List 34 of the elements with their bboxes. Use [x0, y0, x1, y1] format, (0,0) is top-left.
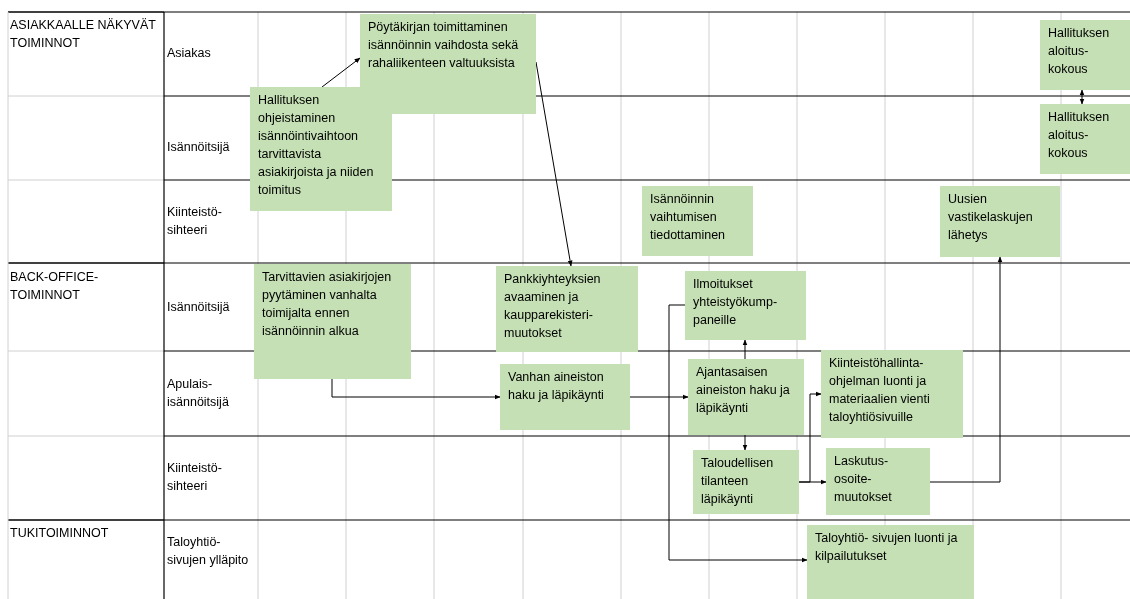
process-box: Vanhan aineiston haku ja läpikäynti	[500, 364, 630, 430]
process-box: Hallituksen aloitus- kokous	[1040, 20, 1130, 90]
arrow	[321, 57, 361, 88]
process-box: Taloyhtiö- sivujen luonti ja kilpailutukset	[807, 525, 974, 599]
lane-label: Isännöitsijä	[167, 299, 230, 316]
arrow	[798, 479, 827, 485]
arrow	[929, 256, 1003, 483]
lane-label: Kiinteistö- sihteeri	[167, 460, 223, 495]
process-box: Isännöinnin vaihtumisen tiedottaminen	[642, 186, 753, 256]
group-label: TUKITOIMINNOT	[10, 525, 109, 542]
process-box: Pöytäkirjan toimittaminen isännöinnin vaihdosta sekä rahaliikenteen valtuuksista	[360, 14, 536, 114]
arrow	[331, 378, 501, 400]
arrow	[629, 394, 689, 400]
lane-label: Apulais- isännöitsijä	[167, 376, 230, 411]
lane-label: Isännöitsijä	[167, 139, 230, 156]
lane-label: Kiinteistö- sihteeri	[167, 204, 223, 239]
process-box: Ajantasaisen aineiston haku ja läpikäynti	[688, 359, 804, 435]
process-box: Tarvittavien asiakirjojen pyytäminen vanhalta toimijalta ennen isännöinnin alkua	[254, 264, 411, 379]
process-box: Taloudellisen tilanteen läpikäynti	[693, 450, 799, 514]
process-box: Laskutus- osoite- muutokset	[826, 448, 930, 515]
process-box: Uusien vastikelaskujen lähetys	[940, 186, 1060, 257]
arrow	[1079, 89, 1085, 105]
arrow	[742, 339, 748, 360]
process-box: Hallituksen aloitus- kokous	[1040, 104, 1130, 174]
arrow	[668, 304, 808, 563]
process-box: Ilmoitukset yhteistyökump- paneille	[685, 271, 806, 340]
lane-label: Asiakas	[167, 45, 211, 62]
group-label: ASIAKKAALLE NÄKYVÄT TOIMINNOT	[10, 17, 157, 52]
process-box: Kiinteistöhallinta- ohjelman luonti ja materiaalien vienti taloyhtiösivuille	[821, 350, 963, 438]
lane-label: Taloyhtiö- sivujen ylläpito	[167, 534, 250, 569]
process-box: Hallituksen ohjeistaminen isännöintivaihtoon tarvittavista asiakirjoista ja niiden toimitus	[250, 87, 392, 211]
group-label: BACK-OFFICE- TOIMINNOT	[10, 269, 100, 304]
process-box: Pankkiyhteyksien avaaminen ja kaupparekisteri- muutokset	[496, 266, 638, 352]
arrow	[742, 434, 748, 451]
